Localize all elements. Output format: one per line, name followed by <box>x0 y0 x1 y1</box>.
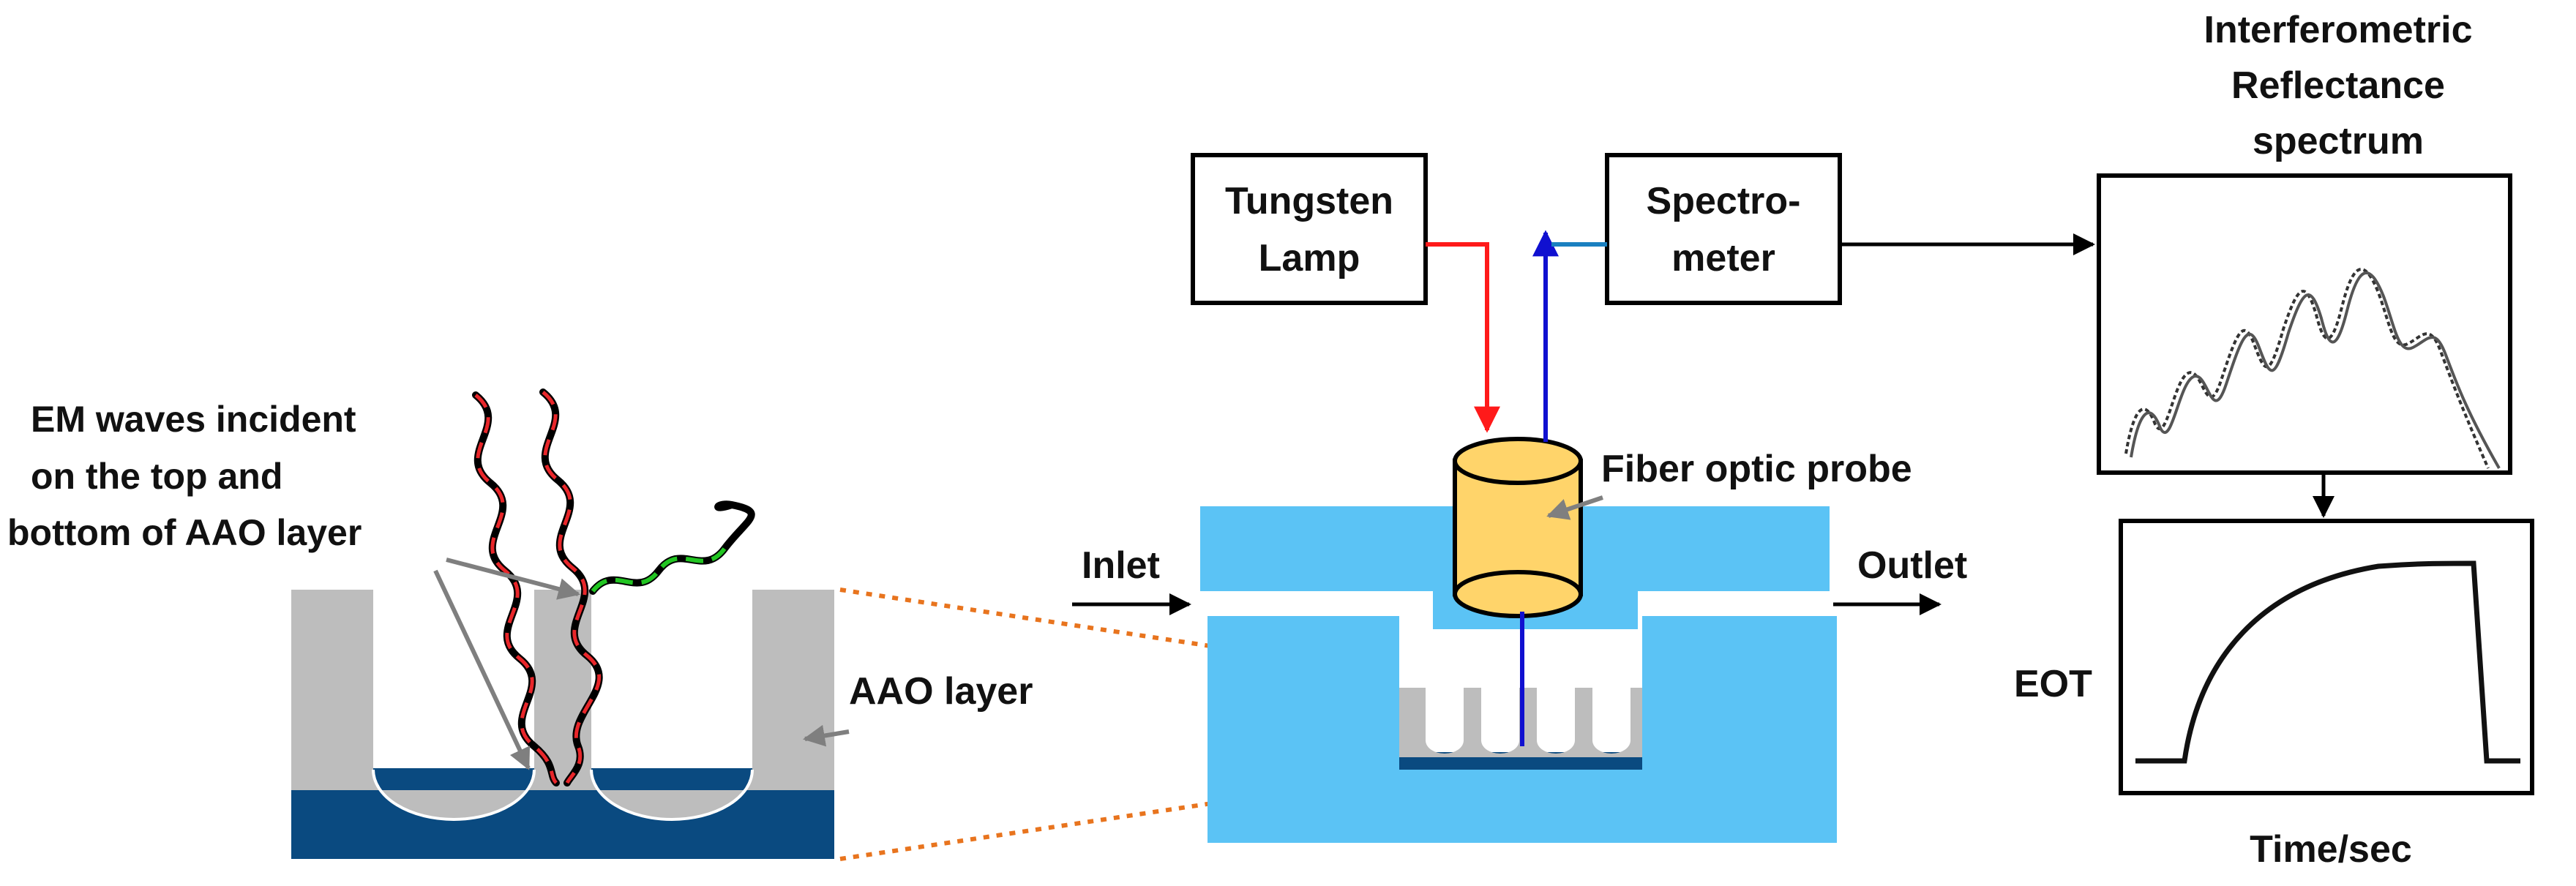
zoom-line-top <box>839 587 1399 677</box>
aao-layer-label: AAO layer <box>849 670 1033 713</box>
spectrum-title-3: spectrum <box>2253 120 2424 162</box>
zoom-line-bottom <box>839 773 1399 861</box>
spectrum-trace-2 <box>2130 271 2501 469</box>
eot-axis-label: EOT <box>2014 663 2092 705</box>
em-label-line1: EM waves incident <box>31 399 356 440</box>
light-in-path <box>1426 242 1500 433</box>
tungsten-label-1: Tungsten <box>1225 180 1393 222</box>
spectrum-title-1: Interferometric <box>2204 9 2473 51</box>
spectrometer-box: Spectro- meter <box>1605 153 1842 305</box>
em-pointer-top <box>446 557 580 600</box>
eot-panel <box>2119 519 2534 795</box>
tungsten-label-2: Lamp <box>1259 237 1360 279</box>
spectrum-trace-1 <box>2124 268 2490 469</box>
flow-cell: Fiber optic probe Inlet Outlet <box>1072 437 1967 843</box>
time-axis-label: Time/sec <box>2250 828 2412 871</box>
fiber-optic-probe <box>1453 437 1583 746</box>
spectro-label-2: meter <box>1671 237 1775 279</box>
aao-pore-bottoms <box>372 769 754 821</box>
aao-pointer <box>803 724 850 747</box>
eot-trace <box>2135 560 2520 764</box>
em-pointer-bottom <box>433 569 531 770</box>
aao-zoom-panel: EM waves incident on the top and bottom … <box>7 388 1033 859</box>
fiber-probe-label: Fiber optic probe <box>1601 448 1912 490</box>
outlet-label: Outlet <box>1857 544 1967 587</box>
probe-pointer <box>1546 495 1603 520</box>
em-label-line3: bottom of AAO layer <box>7 512 362 553</box>
spectro-label-1: Spectro- <box>1647 180 1801 222</box>
inlet-label: Inlet <box>1082 544 1160 587</box>
reflectance-spectrum-panel <box>2097 173 2512 475</box>
aao-layer <box>291 590 834 819</box>
spectrum-title-2: Reflectance <box>2231 64 2445 107</box>
em-label-line2: on the top and <box>31 456 282 497</box>
tungsten-lamp-box: Tungsten Lamp <box>1191 153 1428 305</box>
